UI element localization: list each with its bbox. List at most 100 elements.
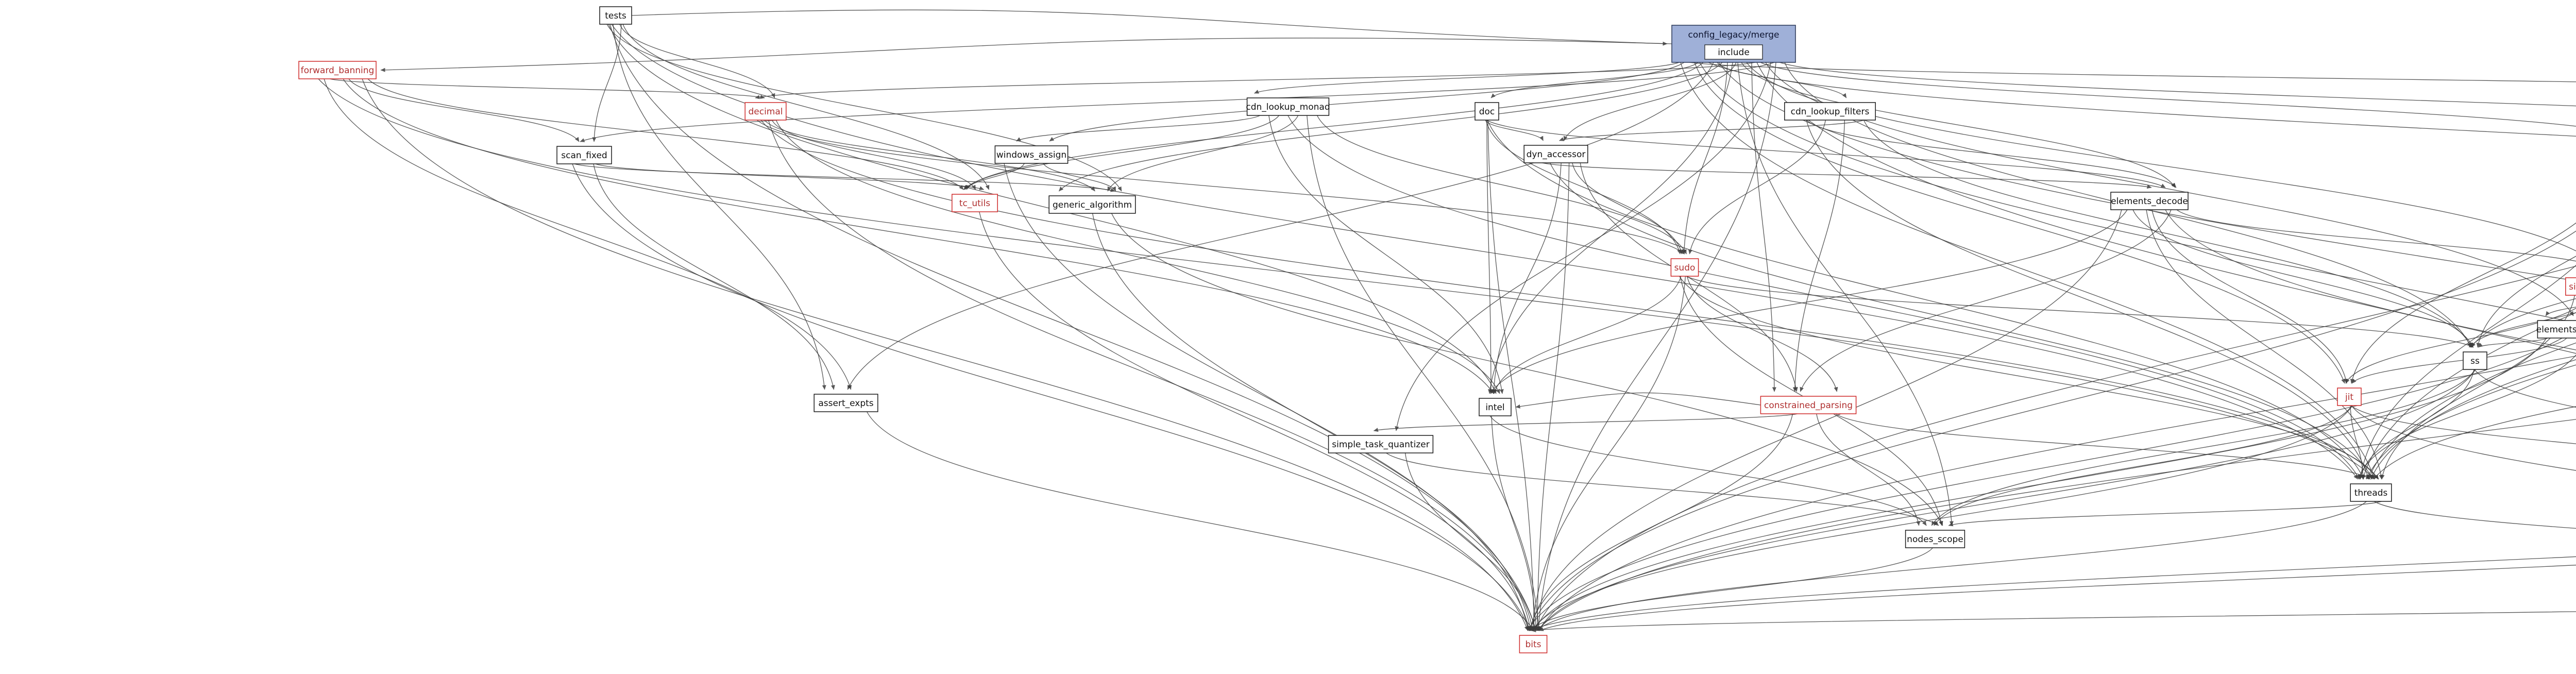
graph-node-scan_fixed[interactable]: scan_fixed xyxy=(556,146,612,164)
node-box-threads[interactable] xyxy=(2350,483,2392,502)
node-box-generic_algorithm[interactable] xyxy=(1048,195,1136,214)
node-box-sudo[interactable] xyxy=(1670,258,1699,277)
edge-merge-to-jit xyxy=(1694,62,2345,384)
edge-sudo-to-bits xyxy=(1531,276,1686,631)
edge-cdn_lookup_monad-to-intel xyxy=(1268,115,1504,394)
edge-sudo-to-threads xyxy=(1679,276,2379,480)
graph-node-assert_expts[interactable]: assert_expts xyxy=(814,394,878,412)
node-box-scan_fixed[interactable] xyxy=(556,146,612,164)
node-box-tests[interactable] xyxy=(599,6,632,25)
nodes-layer: config_legacy/mergeincludetestsasterixap… xyxy=(298,6,2576,653)
edge-decimal-to-threads xyxy=(760,120,2379,480)
graph-node-ss[interactable]: ss xyxy=(2463,351,2487,370)
edge-consequence_modeling-to-bits xyxy=(1538,356,2576,631)
edge-threads-to-bits xyxy=(1536,501,2367,631)
edge-forward_banning-to-scan_fixed xyxy=(348,78,580,142)
graph-node-elements_monad[interactable]: elements_monad xyxy=(2536,320,2576,339)
edge-jit-to-container xyxy=(2351,405,2576,471)
node-box-elements_monad[interactable] xyxy=(2537,320,2576,339)
graph-node-dyn_accessor[interactable]: dyn_accessor xyxy=(1523,145,1588,163)
edge-constrained_parsing-to-nodes_scope xyxy=(1816,413,1921,526)
edge-forward_banning-to-assert_expts xyxy=(324,78,852,390)
graph-node-simple_task_quantizer[interactable]: simple_task_quantizer xyxy=(1328,435,1434,453)
edge-cdn_lookup_filters-to-dyn_accessor xyxy=(1559,120,1865,141)
edge-merge-to-sudo xyxy=(1682,62,1728,255)
edge-dyn_accessor-to-sudo xyxy=(1572,162,1683,255)
graph-node-windows_assign[interactable]: windows_assign xyxy=(994,145,1069,164)
graph-node-tc_utils[interactable]: tc_utils xyxy=(952,194,998,212)
graph-node-cdn_lookup_monad[interactable]: cdn_lookup_monad xyxy=(1246,97,1330,116)
edge-decimal-to-generic_algorithm xyxy=(764,120,1095,192)
edge-ss-to-bits xyxy=(1538,369,2476,631)
edge-merge-to-assert_expts xyxy=(847,62,1714,390)
edge-doc-to-threads xyxy=(1487,120,2364,480)
edge-cdn_lookup_monad-to-threads xyxy=(1287,115,2360,480)
node-box-singles_mixed[interactable] xyxy=(2565,277,2576,296)
node-box-simple_task_quantizer[interactable] xyxy=(1328,435,1434,453)
node-box-constrained_parsing[interactable] xyxy=(1760,396,1857,414)
edge-apilog_binop-to-threads xyxy=(2368,342,2576,480)
edge-jit-to-clause xyxy=(2350,405,2576,444)
graph-node-decimal[interactable]: decimal xyxy=(744,102,787,121)
node-box-jit[interactable] xyxy=(2337,387,2362,406)
node-box-windows_assign[interactable] xyxy=(994,145,1069,164)
edge-tcp-to-threads xyxy=(2370,359,2576,480)
graph-node-elements_decode[interactable]: elements_decode xyxy=(2110,192,2189,210)
node-box-intel[interactable] xyxy=(1479,398,1512,416)
graph-node-forward_banning[interactable]: forward_banning xyxy=(298,61,377,79)
edge-tests-to-merge xyxy=(631,9,1668,46)
edge-clause-to-bits xyxy=(1538,564,2576,631)
graph-node-jit[interactable]: jit xyxy=(2337,387,2362,406)
edge-tests-to-scan_fixed xyxy=(592,24,622,142)
graph-node-generic_algorithm[interactable]: generic_algorithm xyxy=(1048,195,1136,214)
edge-constrained_parsing-to-intel xyxy=(1515,392,1761,409)
graph-node-nodes_scope[interactable]: nodes_scope xyxy=(1905,530,1965,548)
node-box-decimal[interactable] xyxy=(744,102,787,121)
graph-node-cdn_lookup_filters[interactable]: cdn_lookup_filters xyxy=(1784,102,1876,121)
graph-node-threads[interactable]: threads xyxy=(2350,483,2392,502)
graph-node-sudo[interactable]: sudo xyxy=(1670,258,1699,277)
node-box-cdn_lookup_filters[interactable] xyxy=(1784,102,1876,121)
node-box-elements_decode[interactable] xyxy=(2110,192,2189,210)
edge-visibility_decking-to-ss xyxy=(2476,256,2576,348)
edge-cdn_lookup_monad-to-sudo xyxy=(1317,115,1687,255)
node-box-bits[interactable] xyxy=(1519,635,1548,653)
graph-node-doc[interactable]: doc xyxy=(1475,102,1499,121)
edge-dyn_accessor-to-intel xyxy=(1492,162,1562,394)
edge-scan_fixed-to-generic_algorithm xyxy=(574,163,1115,192)
graph-node-constrained_parsing[interactable]: constrained_parsing xyxy=(1760,396,1857,414)
edge-ss-to-clause xyxy=(2474,369,2576,408)
edge-cdn_lookup_monad-to-bits xyxy=(1307,115,1541,631)
edge-merge-to-doc xyxy=(1490,62,1699,98)
edge-sudo-to-ss xyxy=(1686,276,2474,348)
node-box-forward_banning[interactable] xyxy=(298,61,377,79)
edge-merge-to-forward_banning xyxy=(380,38,1672,72)
edge-generic_algorithm-to-nodes_scope xyxy=(1111,213,1943,526)
edge-merge-to-elements_monad xyxy=(1765,62,2574,316)
node-box-dyn_accessor[interactable] xyxy=(1523,145,1588,163)
edge-merge-to-intel xyxy=(1488,62,1733,394)
graph-node-bits[interactable]: bits xyxy=(1519,635,1548,653)
node-box-ss[interactable] xyxy=(2463,351,2487,370)
edge-elements_decode-to-constrained_parsing xyxy=(1800,209,2172,392)
node-box-assert_expts[interactable] xyxy=(814,394,878,412)
edge-dyn_accessor-to-elements_decode xyxy=(1542,162,2152,189)
node-box-cdn_lookup_monad[interactable] xyxy=(1246,97,1330,116)
edge-singles_mixed-to-elements_monad xyxy=(2545,307,2576,316)
edge-intel-to-bits xyxy=(1491,415,1538,631)
edge-merge-to-tc_utils xyxy=(963,62,1704,190)
graph-node-intel[interactable]: intel xyxy=(1479,398,1512,416)
edge-doc-to-intel xyxy=(1486,120,1493,394)
highlight-node-sub-box[interactable] xyxy=(1704,44,1763,60)
edge-consequence_modeling-to-ss xyxy=(2471,298,2576,348)
edge-merge-to-threads xyxy=(1680,62,2375,480)
node-box-nodes_scope[interactable] xyxy=(1905,530,1965,548)
edge-mirror-to-bits xyxy=(1537,419,2576,631)
node-box-doc[interactable] xyxy=(1475,102,1499,121)
edge-forward_banning-to-tc_utils xyxy=(367,78,964,190)
graph-node-singles_mixed[interactable]: singles_mixed xyxy=(2565,277,2576,296)
node-box-tc_utils[interactable] xyxy=(952,194,998,212)
graph-node-tests[interactable]: tests xyxy=(599,6,632,25)
